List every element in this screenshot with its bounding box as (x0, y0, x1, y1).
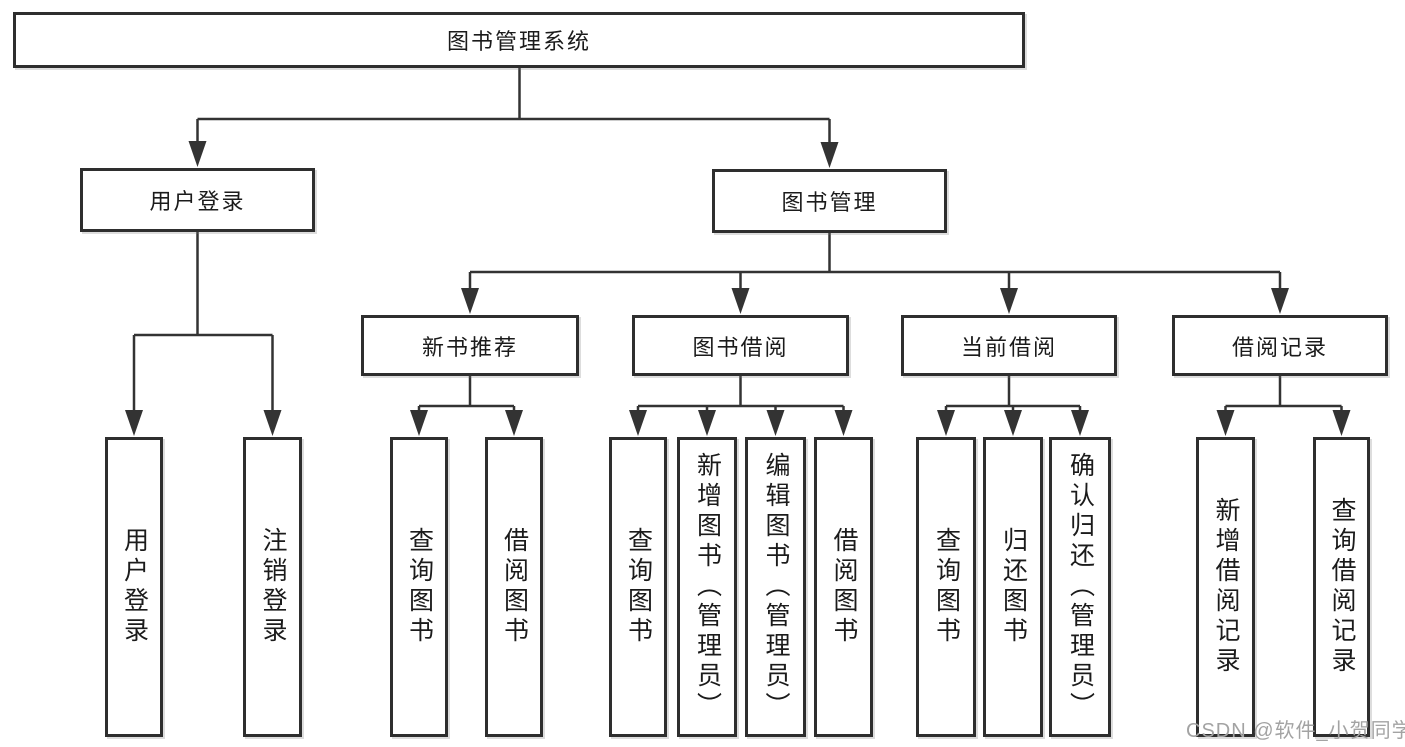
leaf-add-borrow-record-label: 新增借阅记录 (1212, 497, 1240, 677)
node-root: 图书管理系统 (13, 12, 1025, 68)
leaf-user-login: 用户登录 (105, 437, 163, 737)
leaf-logout: 注销登录 (243, 437, 302, 737)
leaf-borrow-books-borrowing-label: 借阅图书 (830, 527, 858, 647)
leaf-return-book-label: 归还图书 (999, 527, 1028, 647)
node-borrow-records: 借阅记录 (1172, 315, 1388, 376)
node-book-borrowing-label: 图书借阅 (692, 334, 789, 360)
leaf-query-books-borrowing-label: 查询图书 (624, 527, 653, 647)
arrowheads (125, 141, 1351, 436)
leaf-query-books-recommend: 查询图书 (390, 437, 448, 737)
leaf-confirm-return-admin-label: 确认归还（管理员） (1066, 452, 1095, 722)
node-new-book-recommend: 新书推荐 (361, 315, 579, 376)
leaf-confirm-return-admin: 确认归还（管理员） (1049, 437, 1111, 737)
leaf-borrow-books-recommend-label: 借阅图书 (500, 527, 529, 647)
node-book-management: 图书管理 (712, 169, 947, 233)
leaf-borrow-books-borrowing: 借阅图书 (814, 437, 873, 737)
leaf-query-borrow-record-label: 查询借阅记录 (1328, 497, 1356, 677)
leaf-query-books-current: 查询图书 (916, 437, 976, 737)
leaf-user-login-label: 用户登录 (120, 527, 149, 647)
node-user-login: 用户登录 (80, 168, 315, 232)
leaf-query-books-recommend-label: 查询图书 (405, 527, 434, 647)
leaf-add-borrow-record: 新增借阅记录 (1196, 437, 1255, 737)
node-current-borrowing: 当前借阅 (901, 315, 1117, 376)
leaf-add-book-admin: 新增图书（管理员） (677, 437, 737, 737)
node-borrow-records-label: 借阅记录 (1231, 334, 1328, 360)
leaf-borrow-books-recommend: 借阅图书 (485, 437, 543, 737)
node-new-book-recommend-label: 新书推荐 (421, 334, 518, 360)
leaf-edit-book-admin-label: 编辑图书（管理员） (762, 452, 790, 722)
leaf-query-books-borrowing: 查询图书 (609, 437, 667, 737)
node-user-login-label: 用户登录 (149, 189, 246, 214)
leaf-edit-book-admin: 编辑图书（管理员） (745, 437, 806, 737)
leaf-logout-label: 注销登录 (259, 527, 287, 647)
node-book-borrowing: 图书借阅 (632, 315, 849, 376)
node-book-management-label: 图书管理 (781, 190, 878, 215)
csdn-watermark: CSDN @软件_小贺同学 (1186, 720, 1405, 742)
node-root-label: 图书管理系统 (446, 29, 591, 54)
leaf-query-borrow-record: 查询借阅记录 (1313, 437, 1370, 737)
leaf-add-book-admin-label: 新增图书（管理员） (693, 452, 722, 722)
node-current-borrowing-label: 当前借阅 (960, 334, 1057, 360)
leaf-query-books-current-label: 查询图书 (932, 527, 961, 647)
leaf-return-book: 归还图书 (983, 437, 1043, 737)
